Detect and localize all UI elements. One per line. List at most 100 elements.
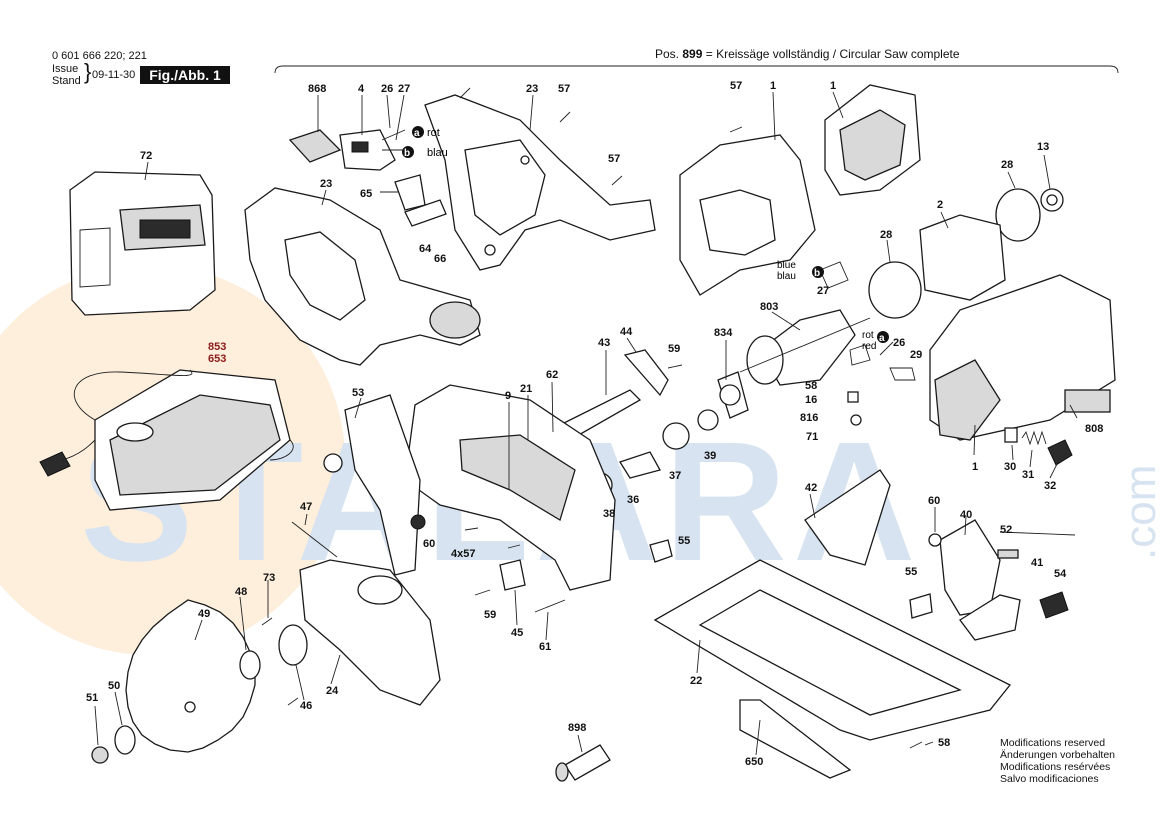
callout-808: 808 bbox=[1085, 423, 1103, 435]
wire-color-blau-2: blau bbox=[777, 271, 796, 282]
callout-30: 30 bbox=[1004, 461, 1016, 473]
callout-60: 60 bbox=[423, 538, 435, 550]
callout-24: 24 bbox=[326, 685, 339, 697]
saw-blade bbox=[125, 599, 256, 753]
motor-housing-right bbox=[824, 84, 921, 196]
callout-31: 31 bbox=[1022, 469, 1034, 481]
callout-36: 36 bbox=[627, 494, 639, 506]
assembly-title: Pos. 899 = Kreissäge vollständig / Circu… bbox=[655, 47, 960, 61]
callout-653: 653 bbox=[208, 353, 226, 365]
notice-line-fr: Modifications resérvées bbox=[1000, 761, 1111, 773]
callout-4: 4 bbox=[358, 83, 365, 95]
callout-53: 53 bbox=[352, 387, 364, 399]
callout-1-b: 1 bbox=[830, 80, 836, 92]
callout-13: 13 bbox=[1037, 141, 1049, 153]
callout-numbers: 868 4 26 27 23 57 57 1 1 57 72 23 65 64 … bbox=[86, 80, 1103, 768]
wire-color-rot-2: rot bbox=[862, 330, 874, 341]
grease-tube bbox=[555, 744, 611, 782]
wire-color-rot: rot bbox=[427, 127, 440, 139]
callout-61: 61 bbox=[539, 641, 551, 653]
gear-housing bbox=[929, 274, 1116, 441]
callout-27-b: 27 bbox=[817, 285, 829, 297]
callout-59-b: 59 bbox=[484, 609, 496, 621]
pos-text: = Kreissäge vollständig / Circular Saw c… bbox=[705, 47, 960, 61]
brace: } bbox=[84, 59, 92, 84]
document-number: 0 601 666 220; 221 bbox=[52, 50, 147, 62]
callout-21: 21 bbox=[520, 383, 532, 395]
callout-27: 27 bbox=[398, 83, 410, 95]
callout-37: 37 bbox=[669, 470, 681, 482]
housing-frame bbox=[424, 94, 656, 271]
callout-28-b: 28 bbox=[880, 229, 892, 241]
wire-marker-b bbox=[402, 146, 414, 158]
callout-803: 803 bbox=[760, 301, 778, 313]
callout-853: 853 bbox=[208, 341, 226, 353]
callout-57-c: 57 bbox=[730, 80, 742, 92]
callout-41: 41 bbox=[1031, 557, 1043, 569]
callout-47: 47 bbox=[300, 501, 312, 513]
callout-64: 64 bbox=[419, 243, 432, 255]
callout-45: 45 bbox=[511, 627, 523, 639]
callout-23: 23 bbox=[526, 83, 538, 95]
callout-50: 50 bbox=[108, 680, 120, 692]
wire-letter-b: b bbox=[404, 148, 410, 159]
battery-pack bbox=[69, 171, 216, 316]
wire-letter-b-2: b bbox=[814, 268, 820, 279]
callout-46: 46 bbox=[300, 700, 312, 712]
callout-9: 9 bbox=[505, 390, 511, 402]
lever-spring-parts bbox=[1004, 427, 1073, 466]
callout-26-b: 26 bbox=[893, 337, 905, 349]
callout-44: 44 bbox=[620, 326, 633, 338]
pos-number: 899 bbox=[682, 47, 703, 61]
callout-57: 57 bbox=[558, 83, 570, 95]
callout-58-b: 58 bbox=[938, 737, 950, 749]
lower-guard-parts bbox=[291, 394, 441, 706]
callout-16: 16 bbox=[805, 394, 817, 406]
battery-charger bbox=[39, 369, 294, 511]
callout-22: 22 bbox=[690, 675, 702, 687]
blade-flanges bbox=[91, 624, 308, 764]
callout-2: 2 bbox=[937, 199, 943, 211]
callout-55-b: 55 bbox=[905, 566, 917, 578]
base-plate bbox=[653, 469, 1076, 741]
callout-898: 898 bbox=[568, 722, 586, 734]
callout-4x57: 4x57 bbox=[451, 548, 475, 560]
pos-prefix: Pos. bbox=[655, 47, 680, 61]
watermark-suffix: .com bbox=[1116, 465, 1165, 560]
callout-40: 40 bbox=[960, 509, 972, 521]
callout-72: 72 bbox=[140, 150, 152, 162]
callout-834: 834 bbox=[714, 327, 733, 339]
assembly-brace bbox=[274, 65, 1119, 74]
leader-lines bbox=[94, 91, 1078, 756]
callout-38: 38 bbox=[603, 508, 615, 520]
wire-labels: a rot b blau blue blau b rot red a bbox=[402, 126, 889, 352]
notice-line-en: Modifications reserved bbox=[1000, 737, 1106, 749]
callout-59: 59 bbox=[668, 343, 680, 355]
modifications-notice: Modifications reserved Änderungen vorbeh… bbox=[1000, 737, 1115, 785]
callout-52: 52 bbox=[1000, 524, 1012, 536]
callout-1-c: 1 bbox=[972, 461, 978, 473]
motor-housing-left bbox=[679, 134, 816, 296]
issue-date: 09-11-30 bbox=[92, 69, 136, 81]
wire-color-red: red bbox=[862, 341, 876, 352]
figure-label: Fig./Abb. 1 bbox=[140, 66, 230, 84]
callout-32: 32 bbox=[1044, 480, 1056, 492]
callout-57-b: 57 bbox=[608, 153, 620, 165]
callout-29: 29 bbox=[910, 349, 922, 361]
callout-55: 55 bbox=[678, 535, 690, 547]
callout-62: 62 bbox=[546, 369, 558, 381]
callout-26: 26 bbox=[381, 83, 393, 95]
wire-marker-a bbox=[412, 126, 424, 138]
wire-letter-a-2: a bbox=[879, 333, 885, 344]
callout-65: 65 bbox=[360, 188, 372, 200]
callout-58: 58 bbox=[805, 380, 817, 392]
wire-marker-a-2 bbox=[877, 331, 889, 343]
switch-assembly bbox=[288, 129, 447, 227]
wire-color-blue: blue bbox=[777, 260, 796, 271]
callout-49: 49 bbox=[198, 608, 210, 620]
upper-blade-guard bbox=[404, 384, 616, 591]
callout-60-b: 60 bbox=[928, 495, 940, 507]
rip-fence bbox=[739, 699, 852, 779]
notice-line-de: Änderungen vorbehalten bbox=[1000, 749, 1116, 761]
